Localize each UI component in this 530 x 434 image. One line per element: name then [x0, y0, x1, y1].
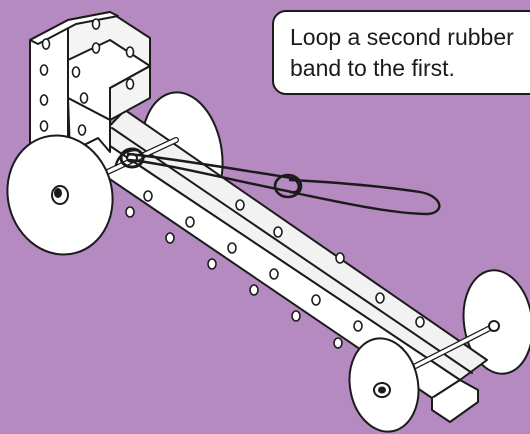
rubber-band-icon [126, 152, 300, 194]
callout-line-1: Loop a second rubber [290, 24, 514, 50]
rubber-band-hook [119, 147, 145, 169]
instruction-callout: Loop a second rubber band to the first. [272, 10, 530, 95]
callout-line-2: band to the first. [290, 55, 455, 81]
rubber-band-second [288, 178, 441, 216]
rubber-band-knot [273, 173, 303, 199]
